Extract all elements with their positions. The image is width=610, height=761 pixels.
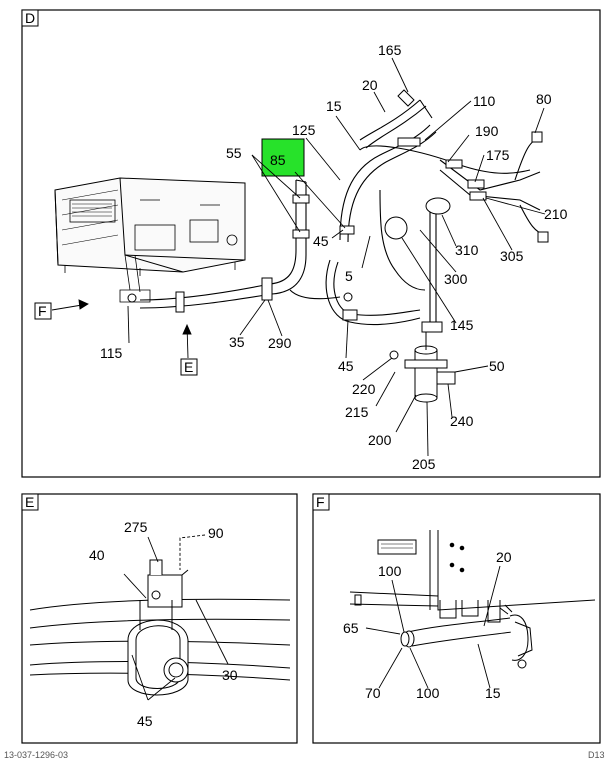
callout-220: 220 bbox=[352, 381, 376, 397]
callout-55: 55 bbox=[226, 145, 242, 161]
callout-35: 35 bbox=[229, 334, 245, 350]
callout-f-20: 20 bbox=[496, 549, 512, 565]
callout-205: 205 bbox=[412, 456, 436, 472]
callout-f-100-top: 100 bbox=[378, 563, 402, 579]
panel-f-label: F bbox=[316, 494, 325, 510]
callout-165: 165 bbox=[378, 42, 402, 58]
receiver-drier bbox=[404, 332, 456, 403]
callout-e-45: 45 bbox=[137, 713, 153, 729]
panel-f-label-box bbox=[312, 493, 330, 511]
panel-d-label-box bbox=[21, 9, 39, 27]
panel-e-label: E bbox=[25, 494, 34, 510]
callout-110: 110 bbox=[473, 93, 496, 109]
view-ref-f-box bbox=[34, 302, 52, 320]
callout-5: 5 bbox=[345, 268, 353, 284]
panel-e-frame bbox=[21, 493, 298, 744]
callout-e-30: 30 bbox=[222, 667, 238, 683]
footer-doc-number: 13-037-1296-03 bbox=[4, 750, 68, 760]
callout-20: 20 bbox=[362, 77, 378, 93]
callout-f-70: 70 bbox=[365, 685, 381, 701]
callout-175: 175 bbox=[486, 147, 510, 163]
callout-e-40: 40 bbox=[89, 547, 105, 563]
panel-d-frame bbox=[21, 9, 601, 478]
callout-f-65: 65 bbox=[343, 620, 359, 636]
callout-290: 290 bbox=[268, 335, 292, 351]
callout-115: 115 bbox=[100, 345, 123, 361]
panel-e: E 275 90 40 bbox=[21, 493, 298, 744]
callout-305: 305 bbox=[500, 248, 524, 264]
callout-310: 310 bbox=[455, 242, 479, 258]
view-ref-e: E bbox=[184, 359, 193, 375]
callout-210: 210 bbox=[544, 206, 568, 222]
callout-45-top: 45 bbox=[313, 233, 329, 249]
view-ref-e-box bbox=[180, 358, 198, 376]
callout-240: 240 bbox=[450, 413, 474, 429]
callout-e-90: 90 bbox=[208, 525, 224, 541]
panel-e-label-box bbox=[21, 493, 39, 511]
callout-f-15: 15 bbox=[485, 685, 501, 701]
callout-e-275: 275 bbox=[124, 519, 148, 535]
callout-45-bottom: 45 bbox=[338, 358, 354, 374]
leader-lines-f bbox=[365, 565, 501, 689]
view-ref-f: F bbox=[38, 303, 47, 319]
callout-f-100-bottom: 100 bbox=[416, 685, 440, 701]
compressor-detail-drawing bbox=[349, 530, 596, 669]
leader-lines-d bbox=[51, 57, 546, 457]
callouts-d: 165 20 15 110 80 125 190 55 85 175 210 4… bbox=[100, 42, 568, 472]
callouts-e: 275 90 40 30 45 bbox=[89, 519, 238, 729]
callout-80: 80 bbox=[536, 91, 552, 107]
panel-f-frame bbox=[312, 493, 601, 744]
panel-d: D bbox=[21, 9, 601, 478]
callout-50: 50 bbox=[489, 358, 505, 374]
callout-125: 125 bbox=[292, 122, 316, 138]
fittings bbox=[127, 89, 549, 360]
footer-page-ref: D13 bbox=[588, 750, 605, 760]
callouts-f: 100 20 65 70 100 15 bbox=[343, 549, 512, 701]
callout-85: 85 bbox=[270, 152, 286, 168]
callout-190: 190 bbox=[475, 123, 499, 139]
callout-15: 15 bbox=[326, 98, 342, 114]
panel-f: F bbox=[312, 493, 601, 744]
clamp-detail-drawing bbox=[29, 559, 291, 696]
callout-215: 215 bbox=[345, 404, 369, 420]
panel-d-label: D bbox=[25, 10, 35, 26]
callout-200: 200 bbox=[368, 432, 392, 448]
callout-300: 300 bbox=[444, 271, 468, 287]
callout-145: 145 bbox=[450, 317, 474, 333]
ac-unit-drawing bbox=[54, 177, 246, 303]
leader-lines-e bbox=[123, 534, 229, 701]
